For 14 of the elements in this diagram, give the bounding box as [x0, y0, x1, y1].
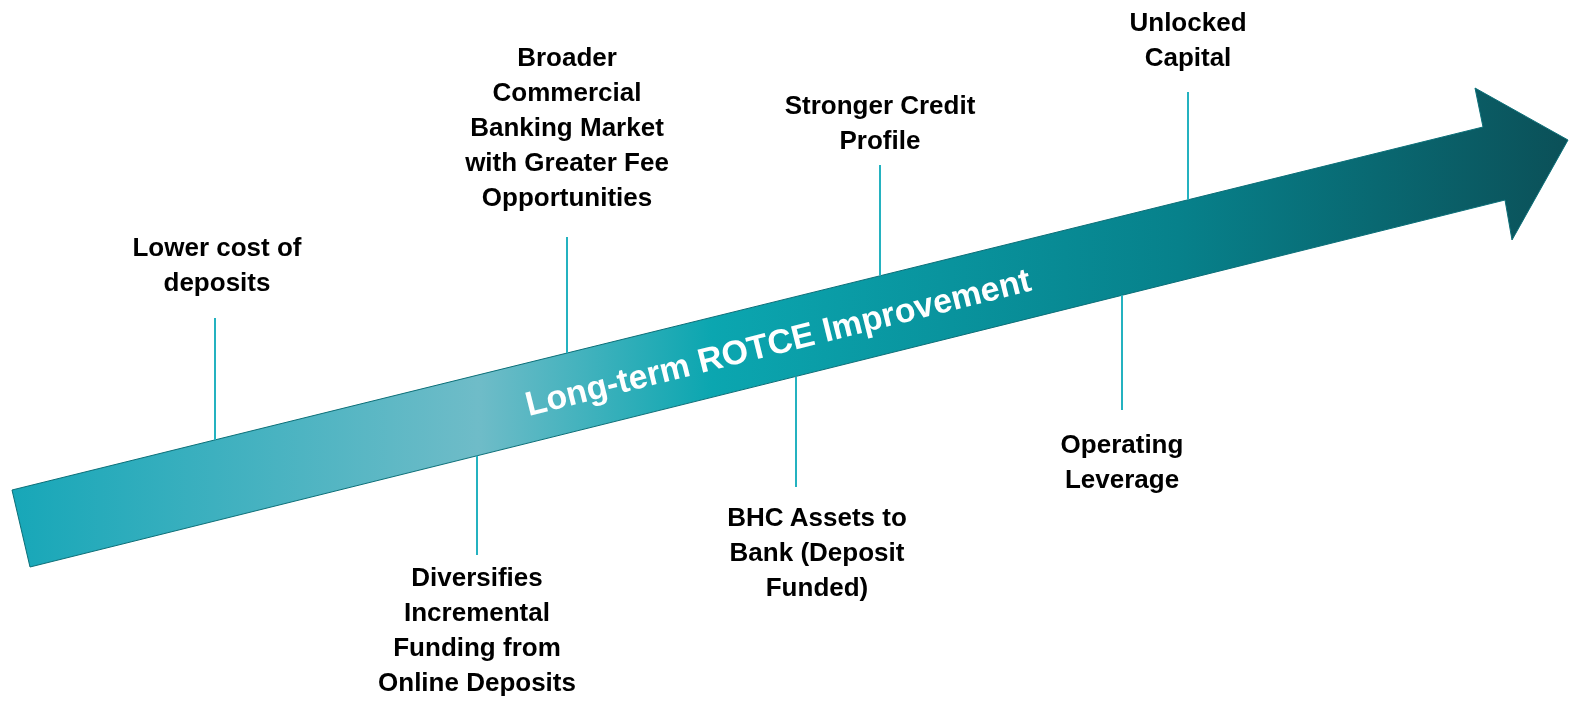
leader-line — [476, 454, 478, 556]
benefit-label: Unlocked Capital — [1113, 5, 1263, 75]
leader-line — [795, 375, 797, 488]
leader-line — [214, 317, 216, 441]
benefit-label: Lower cost of deposits — [87, 230, 347, 300]
benefit-label: BHC Assets to Bank (Deposit Funded) — [702, 500, 932, 605]
leader-line — [1187, 91, 1189, 201]
benefit-label: Broader Commercial Banking Market with Greater Fee Opportunities — [447, 40, 687, 215]
leader-line — [1121, 294, 1123, 411]
leader-line — [566, 236, 568, 355]
benefit-label: Operating Leverage — [1002, 427, 1242, 497]
leader-line — [879, 164, 881, 277]
benefit-label: Stronger Credit Profile — [780, 88, 980, 158]
benefit-label: Diversifies Incremental Funding from Online Deposits — [372, 560, 582, 700]
